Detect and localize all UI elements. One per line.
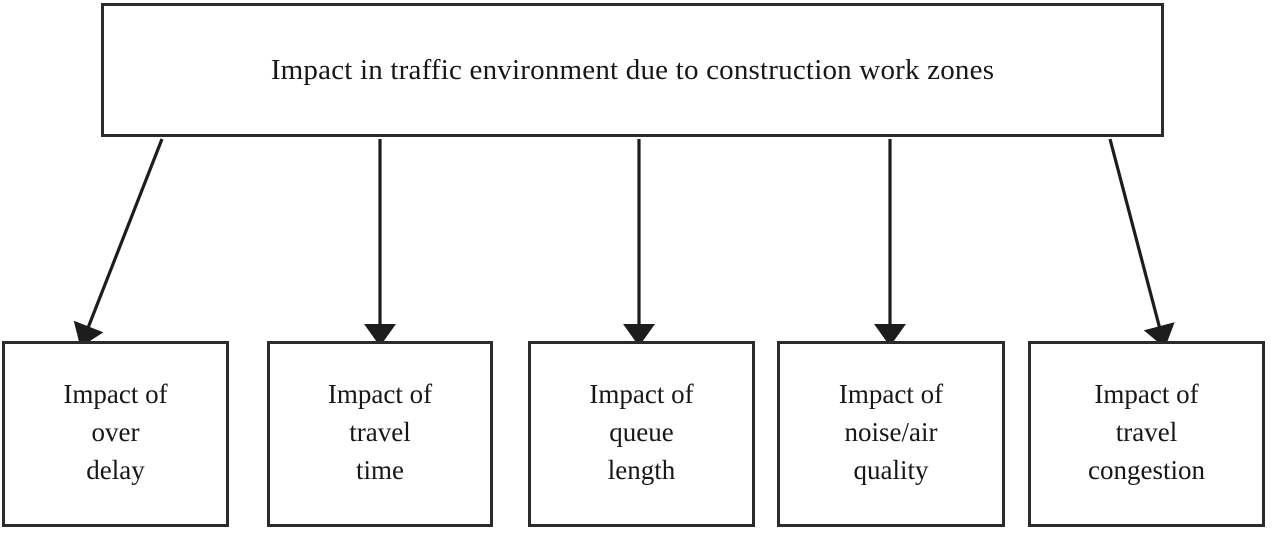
leaf-node-noise-air-quality: Impact of noise/air quality (777, 341, 1005, 527)
leaf-node-label: Impact of queue length (589, 378, 694, 486)
root-node-label: Impact in traffic environment due to con… (270, 54, 995, 87)
leaf-node-label: Impact of travel congestion (1088, 378, 1205, 486)
leaf-node-queue-length: Impact of queue length (528, 341, 755, 527)
leaf-node-label: Impact of over delay (63, 378, 168, 486)
connector-arrow-4 (1108, 138, 1175, 348)
leaf-node-travel-congestion: Impact of travel congestion (1028, 341, 1265, 527)
leaf-node-label: Impact of travel time (327, 378, 433, 486)
connector-arrow-0 (73, 138, 164, 348)
leaf-node-over-delay: Impact of over delay (2, 341, 229, 527)
leaf-node-travel-time: Impact of travel time (267, 341, 493, 527)
root-node: Impact in traffic environment due to con… (101, 3, 1164, 137)
leaf-node-label: Impact of noise/air quality (838, 378, 944, 486)
